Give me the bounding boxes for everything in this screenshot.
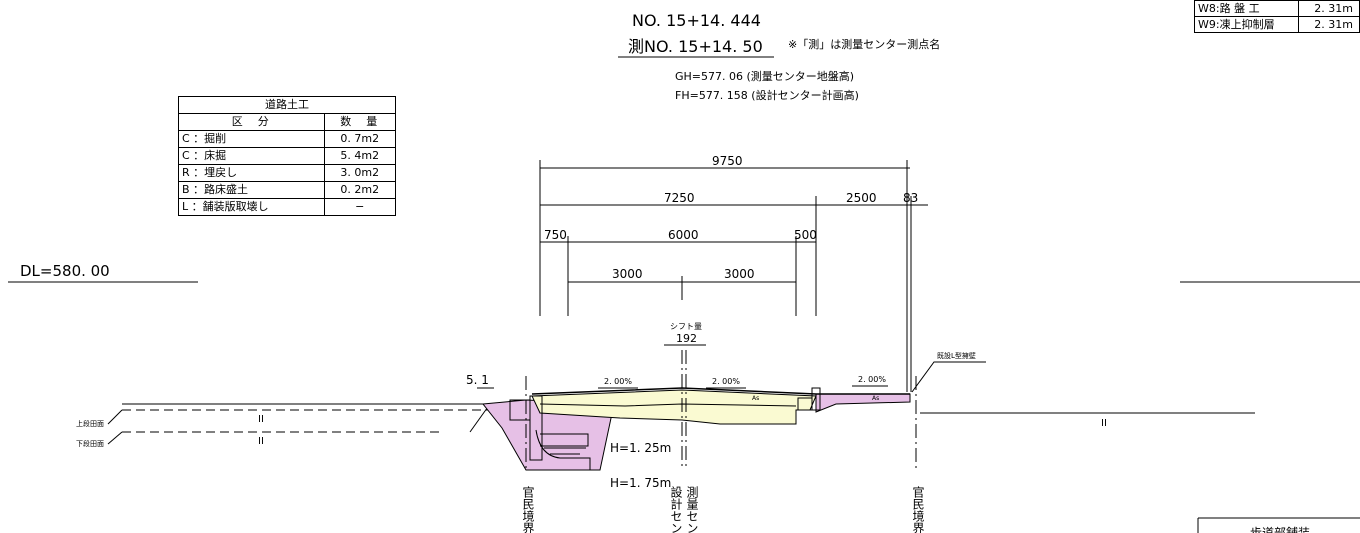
pavement-quantity-table: W8:路 盤 工 2. 31m W9:凍上抑制層 2. 31m bbox=[1193, 0, 1360, 33]
pavement-layer bbox=[531, 389, 817, 425]
row-item: W8:路 盤 工 bbox=[1193, 0, 1300, 17]
table-row: W9:凍上抑制層 2. 31m bbox=[1193, 16, 1360, 33]
table-row: C ：掘削 0. 7m2 bbox=[178, 130, 396, 148]
wall-label: 既設L型擁壁 bbox=[937, 351, 976, 360]
dim-edge: 83 bbox=[903, 191, 918, 205]
survey-center-label: 測量セン bbox=[685, 486, 699, 533]
row-qty: 3. 0m2 bbox=[323, 164, 396, 182]
row-qty: 0. 2m2 bbox=[323, 181, 396, 199]
row-qty: 5. 4m2 bbox=[323, 147, 396, 165]
lower-field-label: 下段田面 bbox=[76, 439, 104, 448]
right-gutter-structure bbox=[797, 387, 821, 411]
as-label-right: As bbox=[872, 395, 879, 402]
table-title: 道路土工 bbox=[178, 96, 396, 114]
dim-shoulder-right: 500 bbox=[794, 228, 817, 242]
row-qty: 2. 31m bbox=[1298, 0, 1360, 17]
dim-carriageway: 6000 bbox=[668, 228, 699, 242]
row-section: C ：床掘 bbox=[178, 147, 325, 165]
shift-label: シフト量 bbox=[670, 322, 702, 331]
upper-field-label: 上段田面 bbox=[76, 419, 104, 428]
row-section: C ：掘削 bbox=[178, 130, 325, 148]
table-header-row: 区 分 数 量 bbox=[178, 113, 396, 131]
datum-label: DL=580. 00 bbox=[20, 262, 110, 280]
road-earthwork-table: 道路土工 区 分 数 量 C ：掘削 0. 7m2 C ：床掘 5. 4m2 R… bbox=[178, 96, 396, 216]
pavement-base bbox=[539, 403, 797, 407]
design-center-label: 設計セン bbox=[669, 485, 683, 533]
shift-value: 192 bbox=[676, 332, 697, 345]
right-boundary-label: 官民境界 bbox=[911, 485, 925, 533]
table-row: W8:路 盤 工 2. 31m bbox=[1193, 0, 1360, 17]
dim-right-part: 2500 bbox=[846, 191, 877, 205]
as-label-left: As bbox=[752, 395, 759, 402]
survey-note: ※「測」は測量センター測点名 bbox=[788, 37, 940, 51]
height-label-2: H=1. 75m bbox=[610, 476, 671, 490]
row-section: L ：舗装版取壊し bbox=[178, 198, 325, 216]
wall-leader bbox=[911, 361, 986, 393]
col-section-header: 区 分 bbox=[178, 113, 325, 131]
table-title-row: 道路土工 bbox=[178, 96, 396, 114]
survey-station-number: 測NO. 15+14. 50 bbox=[628, 37, 763, 56]
field-mark-lower: II bbox=[258, 436, 264, 447]
left-gutter-structure bbox=[509, 395, 591, 471]
row-item: W9:凍上抑制層 bbox=[1193, 16, 1300, 33]
table-row: L ：舗装版取壊し − bbox=[178, 198, 396, 216]
field-mark-upper: II bbox=[258, 414, 264, 425]
left-height-label: 5. 1 bbox=[466, 373, 489, 387]
row-qty: − bbox=[323, 198, 396, 216]
height-label-1: H=1. 25m bbox=[610, 441, 671, 455]
table-row: B ：路床盛土 0. 2m2 bbox=[178, 181, 396, 199]
row-qty: 2. 31m bbox=[1298, 16, 1360, 33]
station-number: NO. 15+14. 444 bbox=[632, 11, 761, 30]
col-qty-header: 数 量 bbox=[323, 113, 396, 131]
center-lines bbox=[525, 350, 917, 470]
sidewalk-pavement-label: 歩道部舗装 bbox=[1250, 525, 1310, 533]
dim-total: 9750 bbox=[712, 154, 743, 168]
table-row: R ：埋戻し 3. 0m2 bbox=[178, 164, 396, 182]
dimension-lines bbox=[539, 160, 928, 392]
slope-center: 2. 00% bbox=[712, 377, 740, 386]
formation-height: FH=577. 158 (設計センター計画高) bbox=[675, 88, 859, 102]
table-row: C ：床掘 5. 4m2 bbox=[178, 147, 396, 165]
dim-left-part: 7250 bbox=[664, 191, 695, 205]
pavement-surface bbox=[531, 387, 910, 395]
dim-lane-right: 3000 bbox=[724, 267, 755, 281]
row-qty: 0. 7m2 bbox=[323, 130, 396, 148]
slope-left: 2. 00% bbox=[604, 377, 632, 386]
slope-right: 2. 00% bbox=[858, 375, 886, 384]
ground-height: GH=577. 06 (測量センター地盤高) bbox=[675, 69, 854, 83]
dim-lane-left: 3000 bbox=[612, 267, 643, 281]
field-mark-right: II bbox=[1101, 418, 1107, 429]
left-boundary-label: 官民境界 bbox=[521, 485, 535, 533]
row-section: R ：埋戻し bbox=[178, 164, 325, 182]
dim-shoulder-left: 750 bbox=[544, 228, 567, 242]
excavation-area-right bbox=[815, 393, 911, 413]
row-section: B ：路床盛土 bbox=[178, 181, 325, 199]
